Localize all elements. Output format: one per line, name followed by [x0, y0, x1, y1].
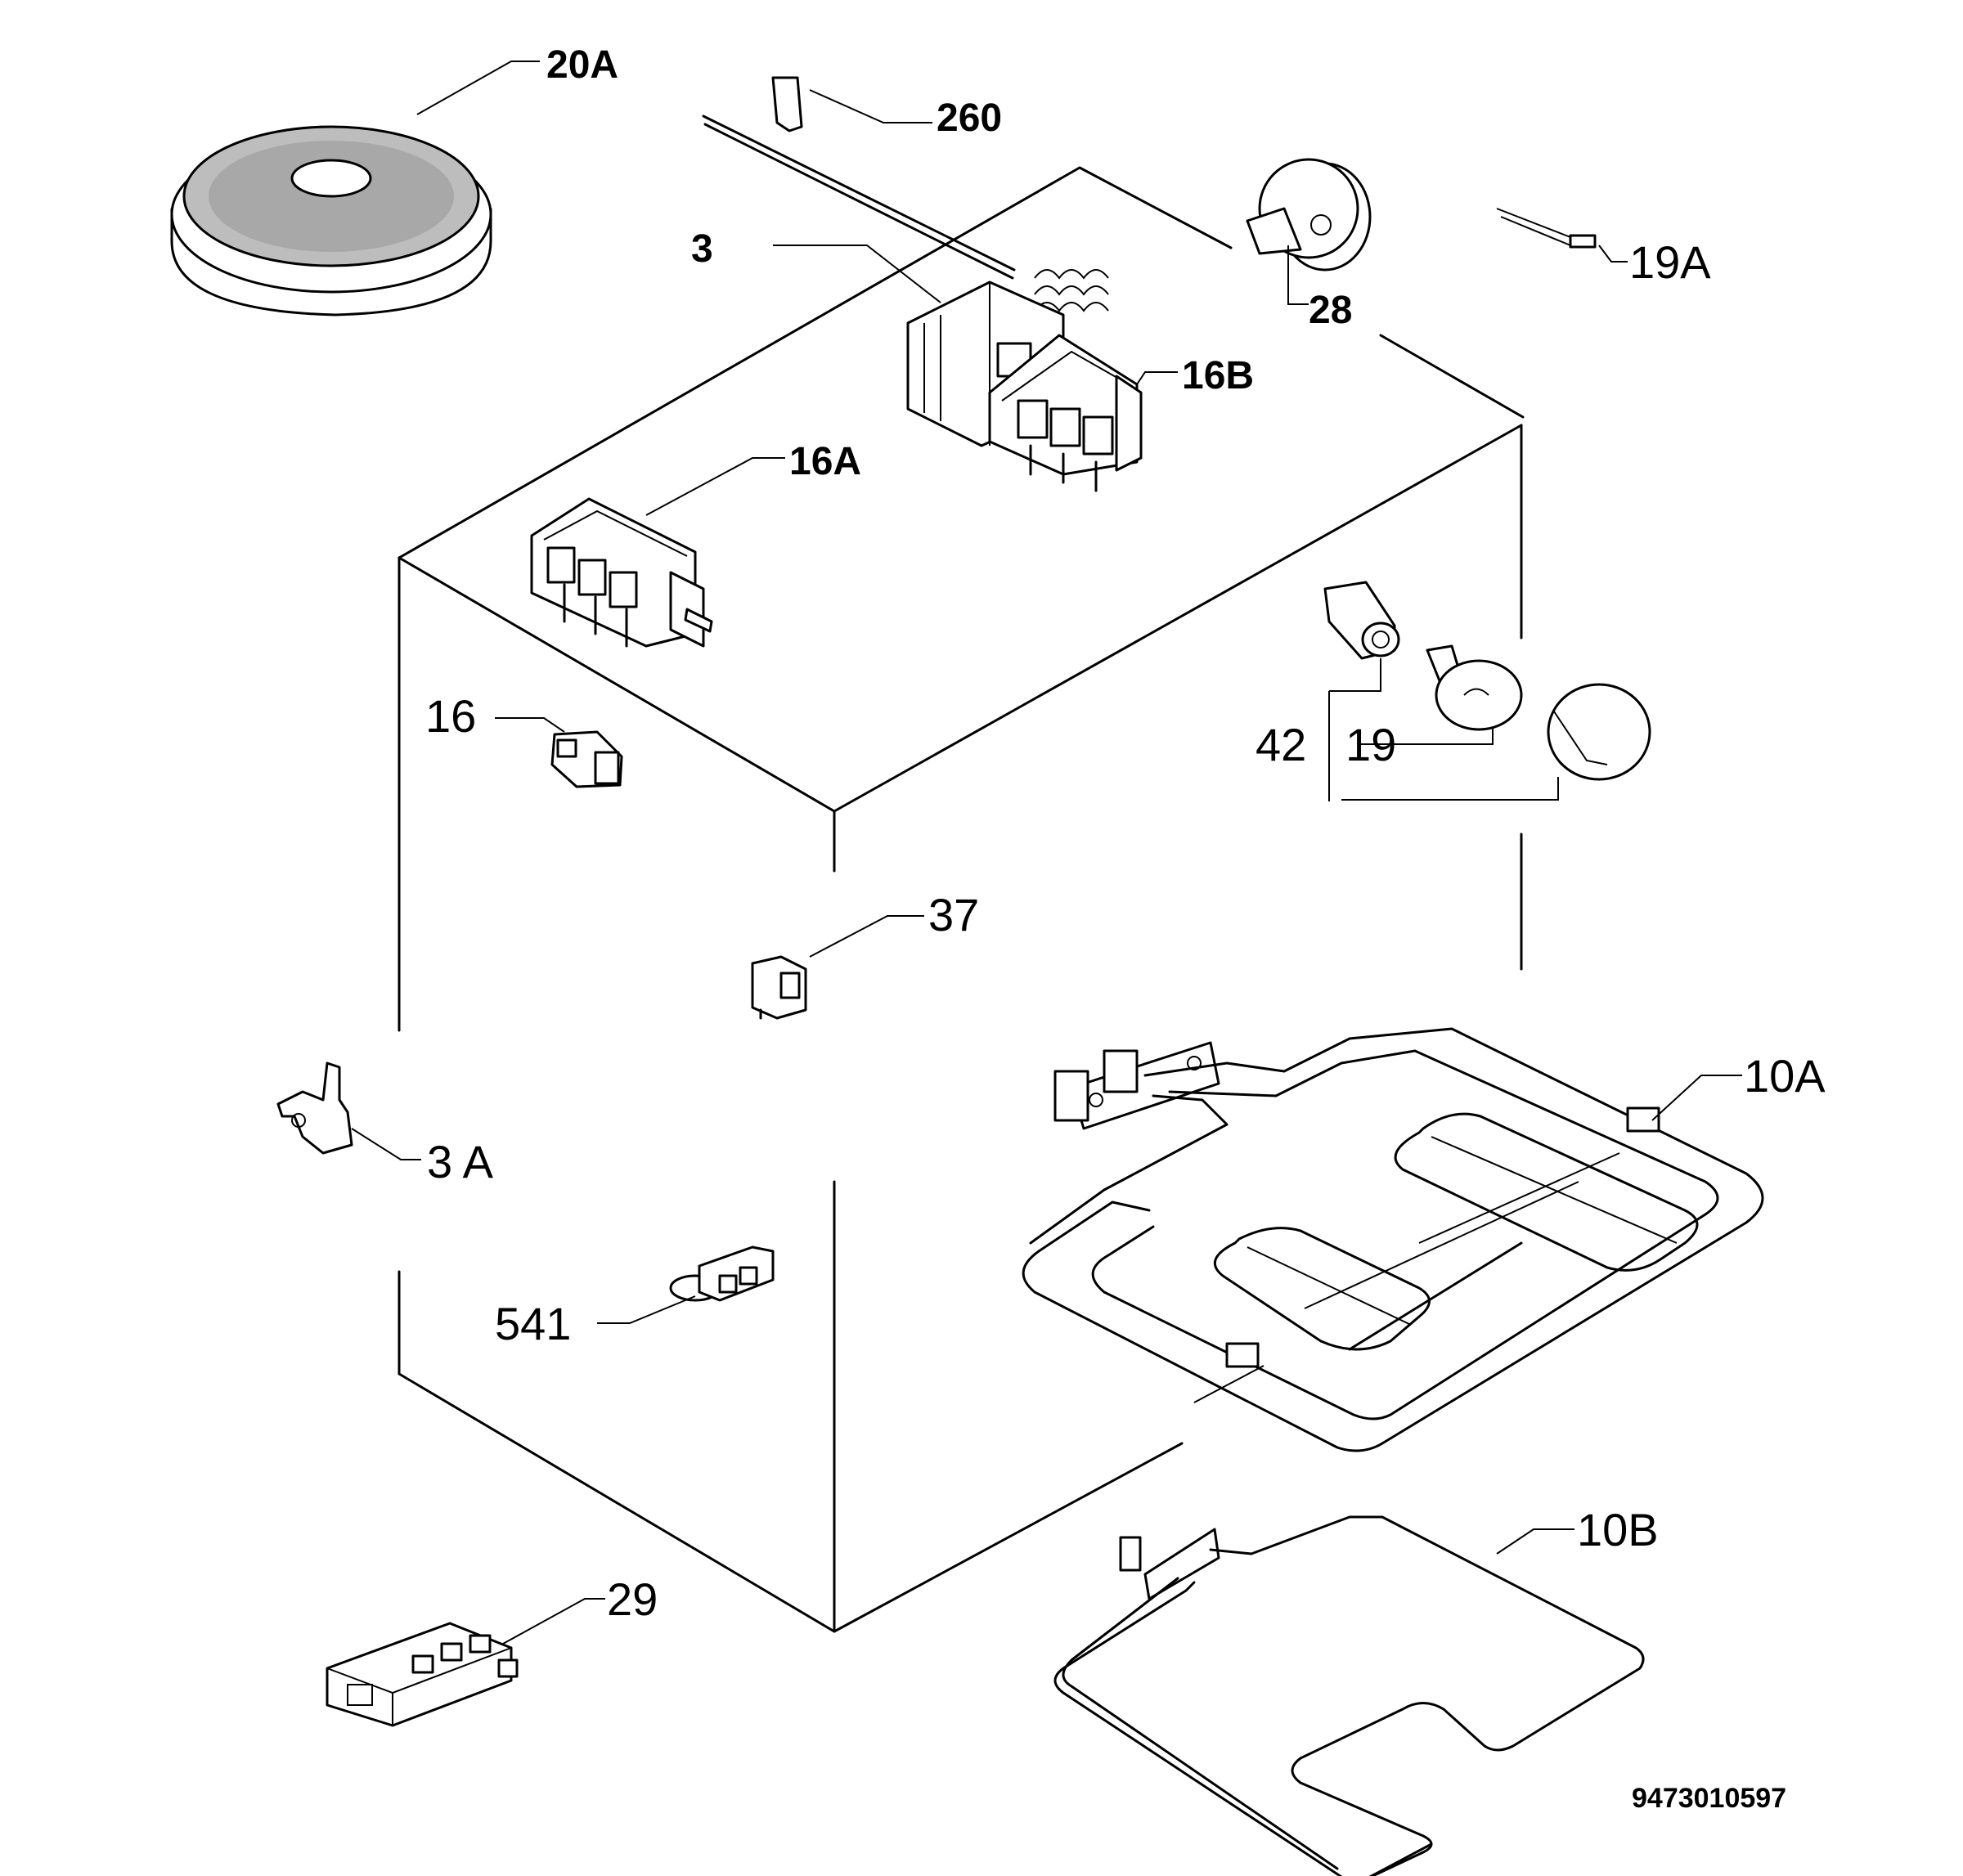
label-10a: 10A: [1744, 1050, 1826, 1102]
lamp-cover: [1547, 683, 1651, 781]
switch-16a: [530, 497, 713, 648]
label-29: 29: [607, 1573, 658, 1625]
lamp-holder-42: [1323, 581, 1400, 660]
label-20a: 20A: [546, 43, 618, 87]
label-16b: 16B: [1182, 354, 1254, 397]
selector-switch-16b: [988, 334, 1143, 492]
label-10b: 10B: [1577, 1504, 1659, 1555]
lower-element-10b: [1053, 1515, 1645, 1876]
lamp-lead-19a: [1496, 208, 1597, 249]
drawing-code: 9473010597: [1632, 1783, 1786, 1814]
label-3a: 3 A: [427, 1136, 494, 1187]
ignition-unit-29: [326, 1622, 519, 1727]
grill-element-10a: [1022, 1027, 1764, 1452]
switch-16: [550, 730, 623, 788]
thermostat-capillary-260: [702, 76, 1109, 312]
label-19a: 19A: [1629, 236, 1711, 288]
label-3: 3: [691, 227, 713, 271]
label-42: 42: [1256, 719, 1306, 770]
label-16a: 16A: [789, 440, 861, 483]
timer-motor-28: [1246, 158, 1372, 272]
label-16: 16: [425, 690, 476, 742]
label-28: 28: [1309, 289, 1352, 332]
hotplate-20a: [170, 125, 492, 316]
lamp-bulb-19: [1426, 644, 1523, 731]
label-37: 37: [928, 889, 979, 940]
oven-cabinet-outline: [398, 166, 1525, 1633]
label-260: 260: [937, 96, 1002, 140]
label-19: 19: [1345, 719, 1396, 770]
label-541: 541: [495, 1298, 571, 1349]
bracket-3a: [276, 1061, 353, 1155]
connector-541: [669, 1245, 775, 1302]
switch-37: [751, 955, 807, 1020]
